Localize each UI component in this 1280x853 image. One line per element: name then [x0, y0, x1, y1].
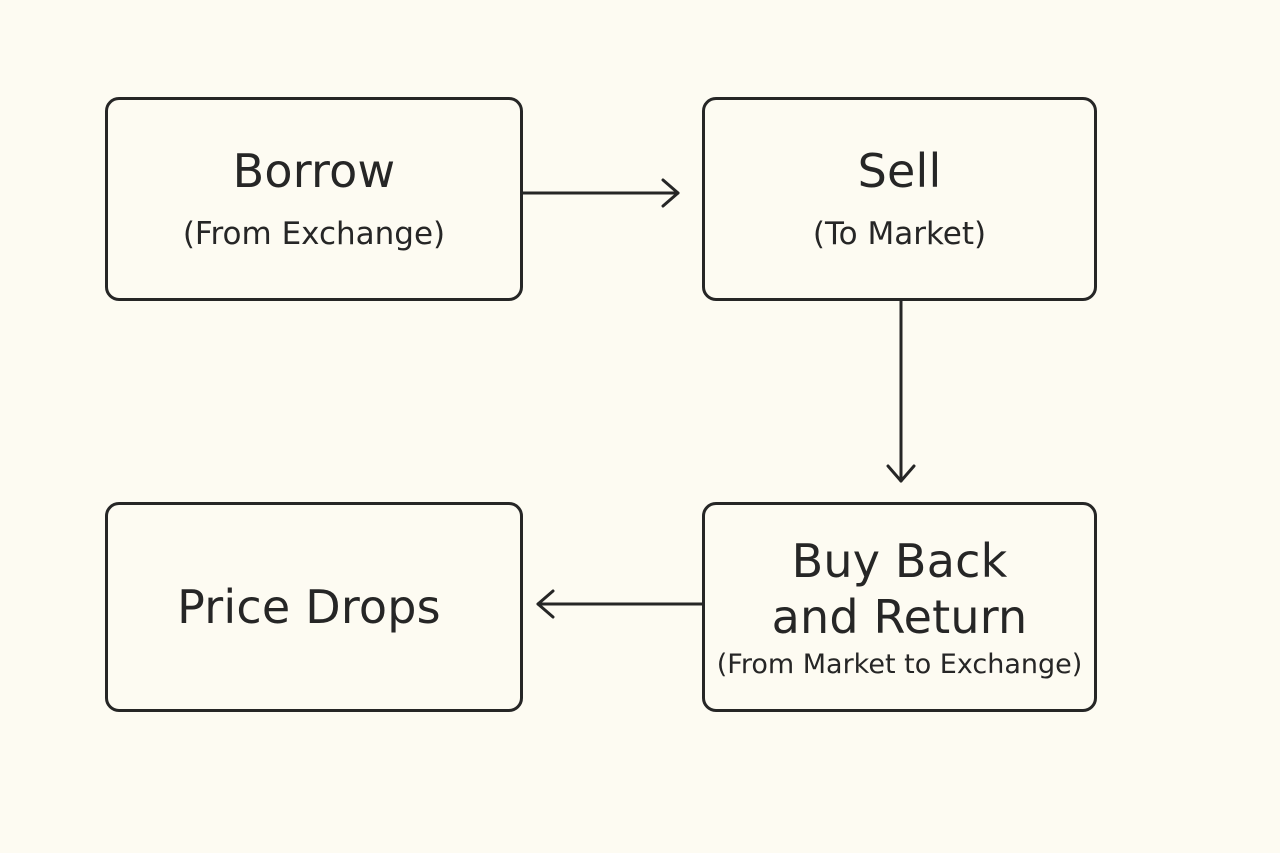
node-sell-subtitle: (To Market): [812, 215, 987, 252]
node-borrow-subtitle: (From Exchange): [182, 215, 446, 252]
node-borrow-title: Borrow: [232, 143, 396, 198]
node-price-drops: Price Drops: [105, 502, 523, 712]
node-sell-title: Sell: [857, 143, 942, 198]
node-buy-back-title-line1: Buy Back: [791, 533, 1008, 588]
node-buy-back-title-line2: and Return: [771, 589, 1028, 644]
arrow-borrow-to-sell: [521, 178, 680, 208]
node-buy-back-subtitle: (From Market to Exchange): [716, 648, 1083, 680]
node-price-drops-title: Price Drops: [177, 579, 441, 634]
arrow-buy-back-to-price-drops: [536, 589, 704, 619]
node-sell: Sell (To Market): [702, 97, 1097, 301]
arrow-sell-to-buy-back: [886, 299, 916, 483]
node-borrow: Borrow (From Exchange): [105, 97, 523, 301]
node-buy-back: Buy Back and Return (From Market to Exch…: [702, 502, 1097, 712]
